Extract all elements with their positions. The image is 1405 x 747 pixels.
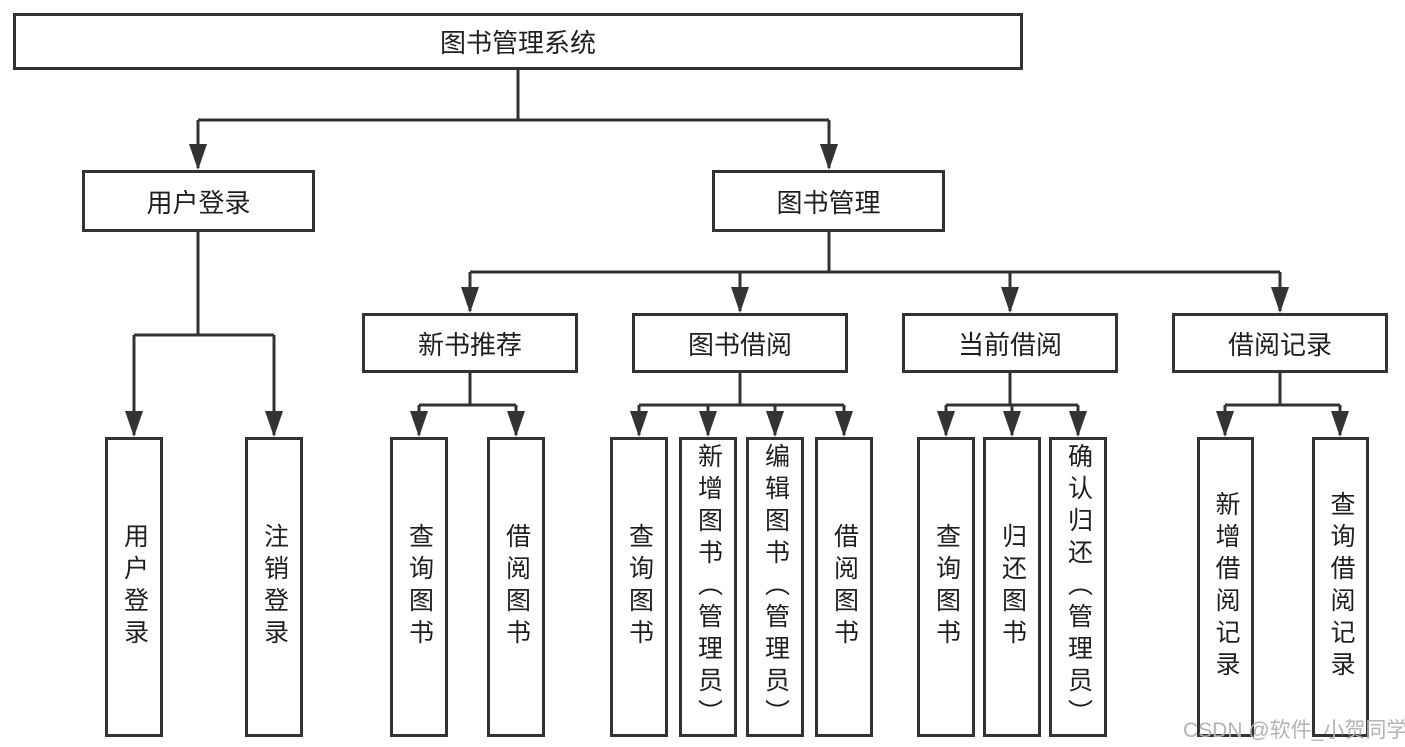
node-current-borrow: 当前借阅: [902, 313, 1118, 373]
node-label: 用户登录: [146, 187, 251, 218]
node-borrow-records: 借阅记录: [1172, 313, 1388, 373]
leaf-label: 归还图书: [998, 523, 1027, 651]
leaf-query-borrow-record: 查询借阅记录: [1312, 437, 1369, 737]
node-library-management-system: 图书管理系统: [13, 13, 1023, 70]
leaf-label: 注销登录: [260, 523, 289, 651]
leaf-edit-books-admin: 编辑图书（管理员）: [746, 437, 804, 737]
leaf-label: 确认归还（管理员）: [1064, 443, 1093, 731]
node-book-management-branch: 图书管理: [712, 170, 945, 232]
csdn-watermark: CSDN @软件_小贺同学: [1183, 719, 1405, 742]
leaf-user-login: 用户登录: [105, 437, 163, 737]
leaf-logout: 注销登录: [245, 437, 303, 737]
leaf-label: 编辑图书（管理员）: [761, 443, 790, 731]
node-label: 当前借阅: [957, 329, 1062, 360]
leaf-query-books-recommend: 查询图书: [390, 437, 448, 737]
node-user-login-branch: 用户登录: [82, 170, 315, 232]
node-book-borrow: 图书借阅: [632, 313, 848, 373]
node-label: 图书管理系统: [439, 28, 596, 58]
leaf-query-books-current: 查询图书: [917, 437, 975, 737]
leaf-label: 借阅图书: [502, 523, 531, 651]
leaf-label: 新增借阅记录: [1212, 491, 1240, 683]
node-new-book-recommend: 新书推荐: [362, 313, 578, 373]
leaf-label: 查询图书: [405, 523, 434, 651]
leaf-query-books-borrow: 查询图书: [610, 437, 668, 737]
node-label: 图书管理: [776, 187, 881, 218]
leaf-label: 查询图书: [932, 523, 961, 651]
leaf-borrow-books: 借阅图书: [815, 437, 873, 737]
leaf-confirm-return-admin: 确认归还（管理员）: [1049, 437, 1107, 737]
leaf-add-books-admin: 新增图书（管理员）: [679, 437, 737, 737]
leaf-add-borrow-record: 新增借阅记录: [1197, 437, 1254, 737]
leaf-label: 用户登录: [120, 523, 149, 651]
leaf-borrow-books-recommend: 借阅图书: [487, 437, 545, 737]
node-label: 图书借阅: [687, 329, 792, 360]
leaf-label: 查询图书: [625, 523, 654, 651]
leaf-return-books: 归还图书: [983, 437, 1041, 737]
leaf-label: 借阅图书: [830, 523, 859, 651]
leaf-label: 新增图书（管理员）: [694, 443, 723, 731]
node-label: 新书推荐: [417, 329, 522, 360]
leaf-label: 查询借阅记录: [1327, 491, 1355, 683]
node-label: 借阅记录: [1227, 329, 1332, 360]
